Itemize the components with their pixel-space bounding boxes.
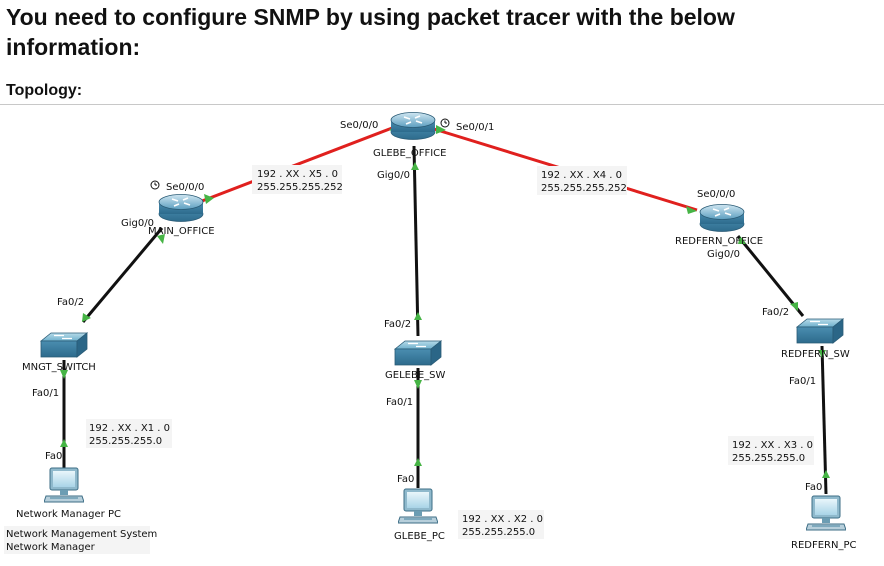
port-label: Fa0/2 — [57, 297, 84, 308]
link-up-icon — [414, 312, 422, 320]
ethernet-link-redfern-pc — [820, 345, 828, 495]
redfern-switch[interactable] — [796, 318, 844, 344]
subnet-mask: 255.255.255.252 — [541, 183, 627, 194]
heading-line-1: You need to configure SNMP by using pack… — [6, 4, 735, 30]
ethernet-link-main-mngt — [81, 227, 164, 323]
ip-boxes — [4, 165, 814, 554]
ethernet-link-redfern-sw — [736, 235, 805, 317]
port-label: Fa0/1 — [32, 388, 59, 399]
device-label-glebe-pc: GLEBE_PC — [394, 531, 445, 542]
link-status-markers — [60, 122, 830, 478]
link-up-icon — [82, 313, 91, 322]
serial-link-main-glebe — [201, 123, 401, 203]
manager-pc[interactable] — [44, 467, 84, 503]
link-up-icon — [60, 439, 68, 447]
links — [62, 123, 828, 495]
port-label: Fa0 — [45, 451, 62, 462]
clock-icon — [150, 180, 160, 190]
link-up-icon — [414, 458, 422, 466]
main-office-router[interactable] — [158, 193, 204, 222]
port-label: Fa0/1 — [789, 376, 816, 387]
port-label: Se0/0/0 — [166, 182, 204, 193]
port-label: Fa0 — [397, 474, 414, 485]
clock-icon — [440, 118, 450, 128]
mngt-switch[interactable] — [40, 332, 88, 358]
ethernet-link-glebe-sw — [412, 145, 420, 337]
link-up-icon — [411, 162, 419, 170]
device-label-manager-pc: Network Manager PC — [16, 509, 121, 520]
port-label: Gig0/0 — [377, 170, 410, 181]
port-label: Fa0/2 — [762, 307, 789, 318]
redfern-office-router[interactable] — [699, 203, 745, 232]
glebe-office-router[interactable] — [390, 111, 436, 140]
manager-note-line-2: Network Manager — [6, 542, 96, 553]
divider — [0, 104, 884, 105]
ip-labels: 192 . XX . X5 . 0 255.255.255.252 192 . … — [89, 169, 813, 538]
link-up-icon — [414, 380, 422, 389]
manager-note-line-1: Network Management System — [6, 529, 157, 540]
port-label: Fa0/2 — [384, 319, 411, 330]
glebe-switch[interactable] — [394, 340, 442, 366]
glebe-pc[interactable] — [398, 488, 438, 524]
page-heading: You need to configure SNMP by using pack… — [6, 2, 878, 62]
heading-line-2: information: — [6, 34, 141, 60]
network-address: 192 . XX . X5 . 0 — [257, 169, 338, 180]
device-label-redfern-pc: REDFERN_PC — [791, 540, 856, 551]
link-up-icon — [738, 236, 746, 244]
subnet-mask: 255.255.255.252 — [257, 182, 343, 193]
link-up-icon — [822, 470, 830, 478]
port-label: Fa0/1 — [386, 397, 413, 408]
link-up-icon — [818, 350, 826, 358]
device-label-glebe-office: GLEBE_OFFICE — [373, 148, 446, 159]
topology-label: Topology: — [6, 82, 83, 99]
port-label: Gig0/0 — [707, 249, 740, 260]
link-up-icon — [157, 234, 165, 244]
link-up-icon — [436, 125, 446, 134]
labels: Se0/0/0 Se0/0/1 GLEBE_OFFICE Gig0/0 Se0/… — [6, 120, 856, 553]
link-up-icon — [204, 194, 214, 204]
subnet-mask: 255.255.255.0 — [732, 453, 805, 464]
link-up-icon — [60, 370, 68, 379]
subnet-mask: 255.255.255.0 — [462, 527, 535, 538]
subnet-mask: 255.255.255.0 — [89, 436, 162, 447]
port-label: Fa0 — [805, 482, 822, 493]
device-label-mngt-switch: MNGT_SWITCH — [22, 362, 96, 373]
port-label: Se0/0/0 — [697, 189, 735, 200]
network-address: 192 . XX . X1 . 0 — [89, 423, 170, 434]
device-label-redfern-switch: REDFERN_SW — [781, 349, 850, 360]
device-label-main-office: MAIN_OFFICE — [148, 226, 215, 237]
network-address: 192 . XX . X4 . 0 — [541, 170, 622, 181]
device-label-redfern-office: REDFERN_OFFICE — [675, 236, 763, 247]
port-label: Gig0/0 — [121, 218, 154, 229]
link-up-icon — [686, 206, 697, 214]
port-label: Se0/0/1 — [456, 122, 494, 133]
network-address: 192 . XX . X2 . 0 — [462, 514, 543, 525]
redfern-pc[interactable] — [806, 495, 846, 531]
port-label: Se0/0/0 — [340, 120, 378, 131]
network-address: 192 . XX . X3 . 0 — [732, 440, 813, 451]
device-label-glebe-switch: GELEBE_SW — [385, 370, 445, 381]
link-up-icon — [790, 302, 798, 311]
